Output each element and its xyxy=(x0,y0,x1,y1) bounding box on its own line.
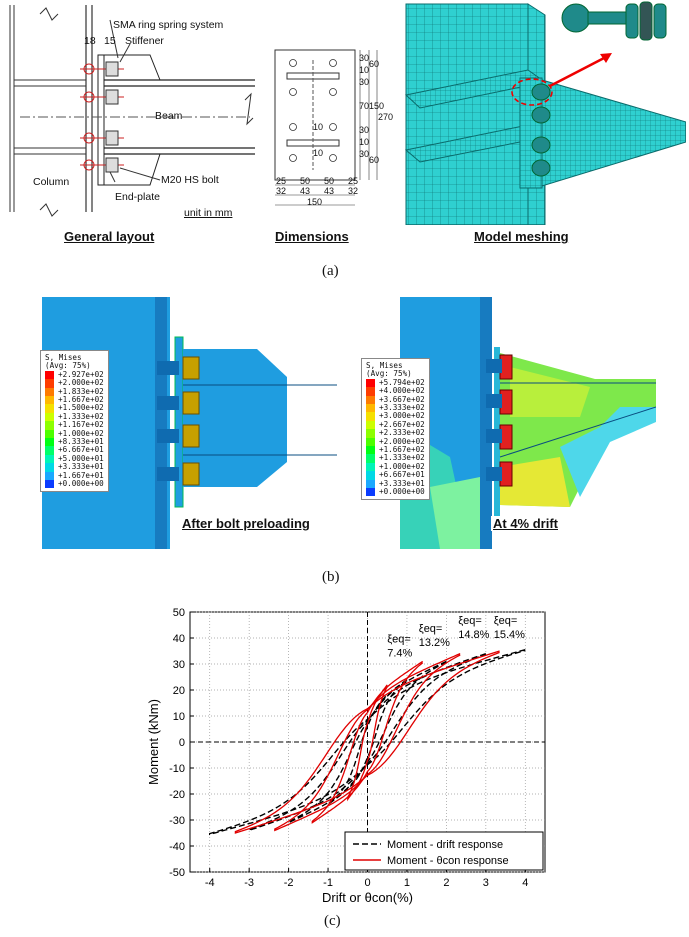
model-meshing-title: Model meshing xyxy=(474,229,569,244)
sma-label: SMA ring spring system xyxy=(113,19,224,31)
right-total: 270 xyxy=(378,112,394,122)
x-tick-label: -3 xyxy=(244,877,254,889)
damping-annotation: ξeq= xyxy=(387,633,411,645)
drift-response-loop xyxy=(327,679,408,806)
general-layout-drawing xyxy=(9,5,255,217)
y-tick-label: -10 xyxy=(169,763,185,775)
caption-a: (a) xyxy=(322,263,339,279)
damping-annotation: ξeq= xyxy=(458,615,482,627)
y-tick-label: 10 xyxy=(173,711,185,723)
column-label: Column xyxy=(33,176,70,188)
right-dims-outer: 60 150 60 xyxy=(369,59,385,165)
damping-annotation-value: 15.4% xyxy=(494,629,525,641)
damping-annotation: ξeq= xyxy=(419,623,443,635)
drift-response-loop xyxy=(209,649,526,836)
dimensions-drawing xyxy=(274,49,378,206)
bottom-dims-row1: 25 50 50 25 xyxy=(276,176,358,186)
y-tick-label: 40 xyxy=(173,633,185,645)
x-tick-label: 4 xyxy=(522,877,528,889)
x-tick-label: 3 xyxy=(483,877,489,889)
legend-drift: S, Mises (Avg: 75%) +5.794e+02 +4.000e+0… xyxy=(361,358,430,501)
x-tick-label: -1 xyxy=(323,877,333,889)
x-tick-label: 0 xyxy=(364,877,370,889)
bottom-dims-row2: 32 43 43 32 xyxy=(276,186,358,196)
y-tick-label: -30 xyxy=(169,815,185,827)
x-tick-label: -2 xyxy=(284,877,294,889)
series-group xyxy=(209,649,526,836)
bottom-total: 150 xyxy=(307,197,323,207)
legend-label: Moment - θcon response xyxy=(387,855,509,867)
endplate-label: End-plate xyxy=(115,191,160,203)
x-axis-label: Drift or θcon(%) xyxy=(322,890,413,905)
hole-label-2: 10 xyxy=(313,148,324,158)
dim-18-label: 18 xyxy=(84,35,96,47)
unit-label: unit in mm xyxy=(184,207,233,219)
theta-response-loop xyxy=(274,653,461,832)
stiffener-label: Stiffener xyxy=(125,35,164,47)
damping-annotation: ξeq= xyxy=(494,615,518,627)
general-layout-title: General layout xyxy=(64,229,155,244)
caption-c: (c) xyxy=(324,913,341,929)
x-tick-label: 1 xyxy=(404,877,410,889)
axes xyxy=(190,612,545,872)
theta-response-loop xyxy=(347,684,388,802)
drift-title: At 4% drift xyxy=(491,516,560,531)
theta-response-loop xyxy=(311,660,424,824)
y-tick-label: -40 xyxy=(169,841,185,853)
y-tick-label: 20 xyxy=(173,685,185,697)
model-meshing-image xyxy=(404,1,686,225)
annotations: ξeq= 7.4% ξeq= 13.2% ξeq= 14.8% ξeq= 15.4% xyxy=(387,615,525,659)
y-tick-label: 50 xyxy=(173,607,185,619)
y-tick-label: -50 xyxy=(169,867,185,879)
damping-annotation-value: 7.4% xyxy=(387,647,412,659)
dimensions-title: Dimensions xyxy=(275,229,349,244)
y-tick-label: -20 xyxy=(169,789,185,801)
hole-label-1: 10 xyxy=(313,122,324,132)
right-dims-inner: 30 10 30 70 30 10 30 xyxy=(359,53,370,159)
drift-response-loop xyxy=(287,660,447,824)
legend-swatch xyxy=(45,370,54,380)
damping-annotation-value: 14.8% xyxy=(458,629,489,641)
damping-annotation-value: 13.2% xyxy=(419,637,450,649)
legend-frame xyxy=(344,831,544,871)
x-tick-label: -4 xyxy=(205,877,215,889)
preloading-title: After bolt preloading xyxy=(180,516,312,531)
caption-b: (b) xyxy=(322,569,340,585)
y-axis-label: Moment (kNm) xyxy=(146,699,161,785)
bolt-label: M20 HS bolt xyxy=(161,174,219,186)
beam-label: Beam xyxy=(155,110,183,122)
dim-15-label: 15 xyxy=(104,35,116,47)
legend-label: Moment - drift response xyxy=(387,839,503,851)
theta-response-loop xyxy=(234,650,500,834)
y-tick-label: 30 xyxy=(173,659,185,671)
y-tick-label: 0 xyxy=(179,737,185,749)
x-tick-label: 2 xyxy=(443,877,449,889)
legend-preloading: S, Mises (Avg: 75%) +2.927e+02 +2.000e+0… xyxy=(40,350,109,493)
